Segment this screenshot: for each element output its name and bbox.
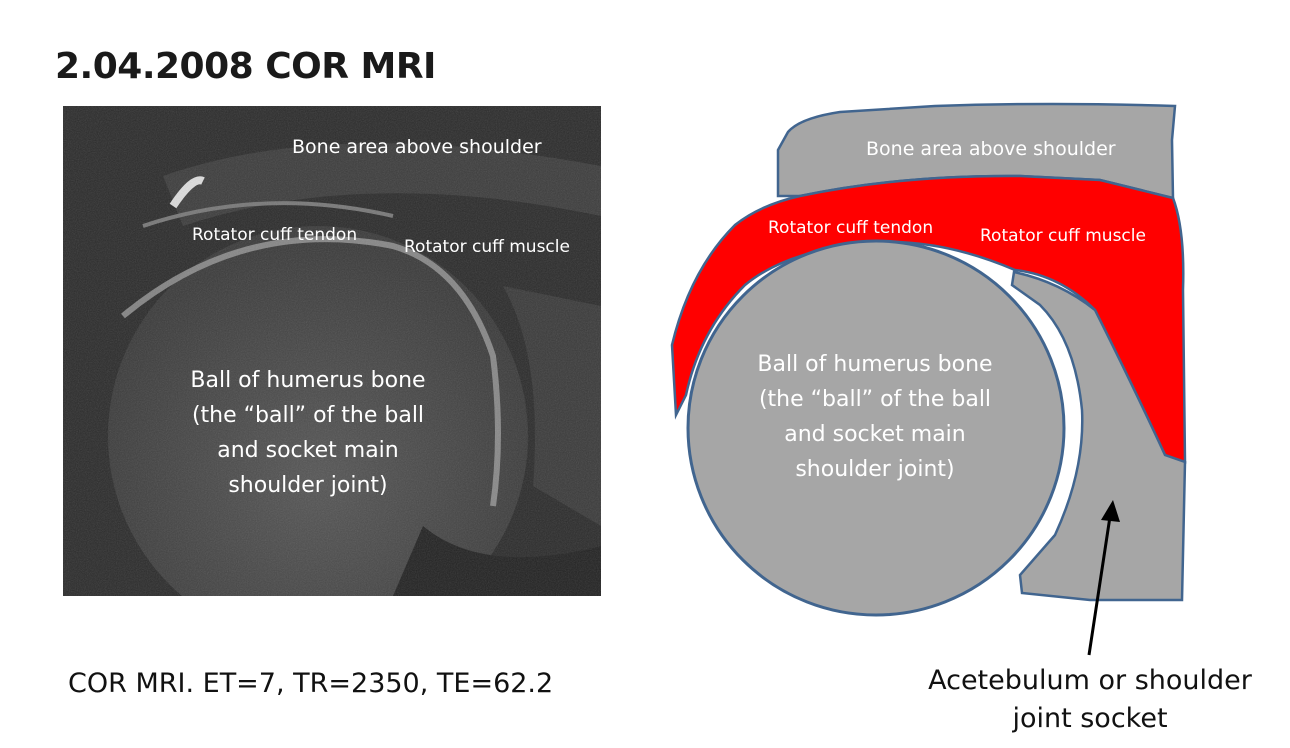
arrow-head bbox=[1101, 500, 1120, 522]
socket-label-line: joint socket bbox=[1012, 703, 1168, 734]
mri-label-rotator-cuff-tendon: Rotator cuff tendon bbox=[192, 225, 358, 245]
diagram-label-rotator-cuff-tendon: Rotator cuff tendon bbox=[768, 218, 933, 238]
mri-label-bone-above: Bone area above shoulder bbox=[292, 136, 542, 158]
arrow-line bbox=[1087, 509, 1113, 656]
diagram-label-bone-above: Bone area above shoulder bbox=[866, 138, 1116, 160]
slide-title: 2.04.2008 COR MRI bbox=[55, 46, 436, 87]
diagram-label-rotator-cuff-muscle: Rotator cuff muscle bbox=[980, 226, 1146, 246]
mri-caption: COR MRI. ET=7, TR=2350, TE=62.2 bbox=[68, 668, 554, 699]
diagram-ball-line: (the “ball” of the ball bbox=[759, 387, 991, 412]
diagram-ball-line: Ball of humerus bone bbox=[757, 352, 992, 377]
mri-label-rotator-cuff-muscle: Rotator cuff muscle bbox=[404, 237, 570, 257]
diagram-ball-line: shoulder joint) bbox=[795, 457, 954, 482]
mri-ball-line: and socket main bbox=[217, 438, 399, 463]
mri-ball-line: shoulder joint) bbox=[228, 473, 388, 498]
socket-label: Acetebulum or shoulder joint socket bbox=[920, 662, 1260, 738]
socket-label-line: Acetebulum or shoulder bbox=[928, 665, 1252, 696]
humerus-ball-shape bbox=[686, 239, 1066, 617]
mri-ball-line: Ball of humerus bone bbox=[190, 368, 426, 393]
mri-ball-line: (the “ball” of the ball bbox=[191, 403, 425, 428]
mri-label-ball: Ball of humerus bone (the “ball” of the … bbox=[138, 363, 478, 503]
mri-image: Bone area above shoulder Rotator cuff te… bbox=[63, 106, 601, 596]
socket-shape bbox=[1010, 270, 1187, 602]
diagram-ball-line: and socket main bbox=[784, 422, 965, 447]
diagram-label-ball: Ball of humerus bone (the “ball” of the … bbox=[757, 352, 992, 482]
